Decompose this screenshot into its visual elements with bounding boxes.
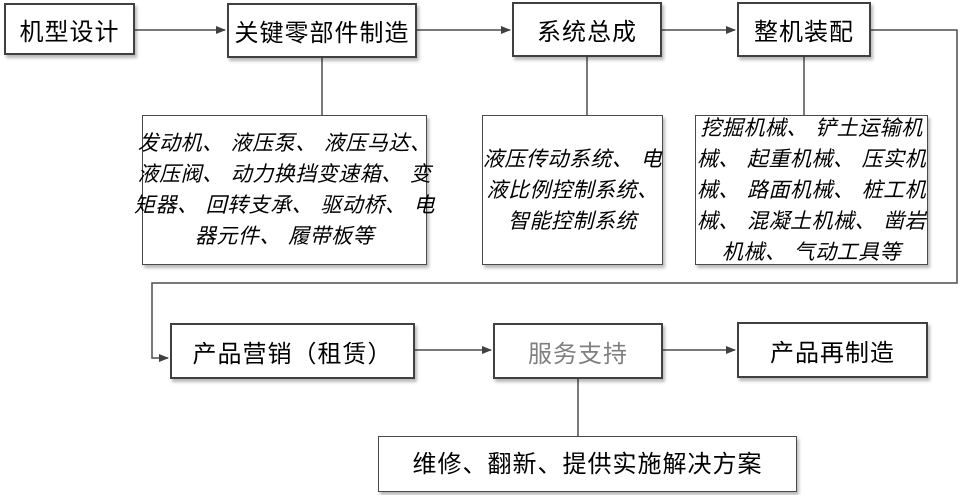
box-key-parts-manufacturing-label: 关键零部件制造 <box>234 20 410 47</box>
detail-line: 械、 混凝土机械、 凿岩 <box>696 208 927 233</box>
detail-line: 发动机、 液压泵、 液压马达、 <box>137 131 432 155</box>
box-service-support-label: 服务支持 <box>528 340 628 368</box>
box-model-design: 机型设计 <box>4 3 135 55</box>
box-whole-machine-assembly-label: 整机装配 <box>754 19 854 46</box>
box-product-marketing: 产品营销（租赁） <box>170 323 415 379</box>
box-service-solutions-label: 维修、翻新、提供实施解决方案 <box>412 450 763 478</box>
box-machinery-products-detail: 挖掘机械、 铲土运输机 械、 起重机械、 压实机 械、 路面机械、 桩工机 械、… <box>695 115 928 265</box>
box-product-marketing-label: 产品营销（租赁） <box>192 340 393 368</box>
box-key-parts-detail: 发动机、 液压泵、 液压马达、 液压阀、 动力换挡变速箱、 变 矩器、 回转支承… <box>134 115 435 265</box>
detail-line: 智能控制系统 <box>508 208 637 233</box>
box-system-assembly-label: 系统总成 <box>537 19 637 46</box>
detail-line: 液压传动系统、 电 <box>482 146 663 171</box>
detail-line: 液压阀、 动力换挡变速箱、 变 <box>137 162 432 186</box>
box-model-design-label: 机型设计 <box>19 18 120 46</box>
box-whole-machine-assembly: 整机装配 <box>737 2 871 57</box>
detail-line: 器元件、 履带板等 <box>194 224 375 248</box>
box-service-support: 服务支持 <box>493 323 663 379</box>
box-key-parts-manufacturing: 关键零部件制造 <box>227 3 417 58</box>
detail-line: 机械、 气动工具等 <box>721 239 902 264</box>
detail-line: 械、 起重机械、 压实机 <box>696 146 927 171</box>
detail-line: 液比例控制系统、 <box>486 177 659 202</box>
box-system-detail: 液压传动系统、 电 液比例控制系统、 智能控制系统 <box>482 115 663 265</box>
box-service-solutions-detail: 维修、翻新、提供实施解决方案 <box>378 436 797 492</box>
box-system-assembly: 系统总成 <box>512 2 662 57</box>
box-product-remanufacturing-label: 产品再制造 <box>770 339 895 367</box>
detail-line: 械、 路面机械、 桩工机 <box>696 177 927 202</box>
detail-line: 挖掘机械、 铲土运输机 <box>700 115 923 140</box>
detail-line: 矩器、 回转支承、 驱动桥、 电 <box>133 193 436 217</box>
box-product-remanufacturing: 产品再制造 <box>737 322 928 378</box>
